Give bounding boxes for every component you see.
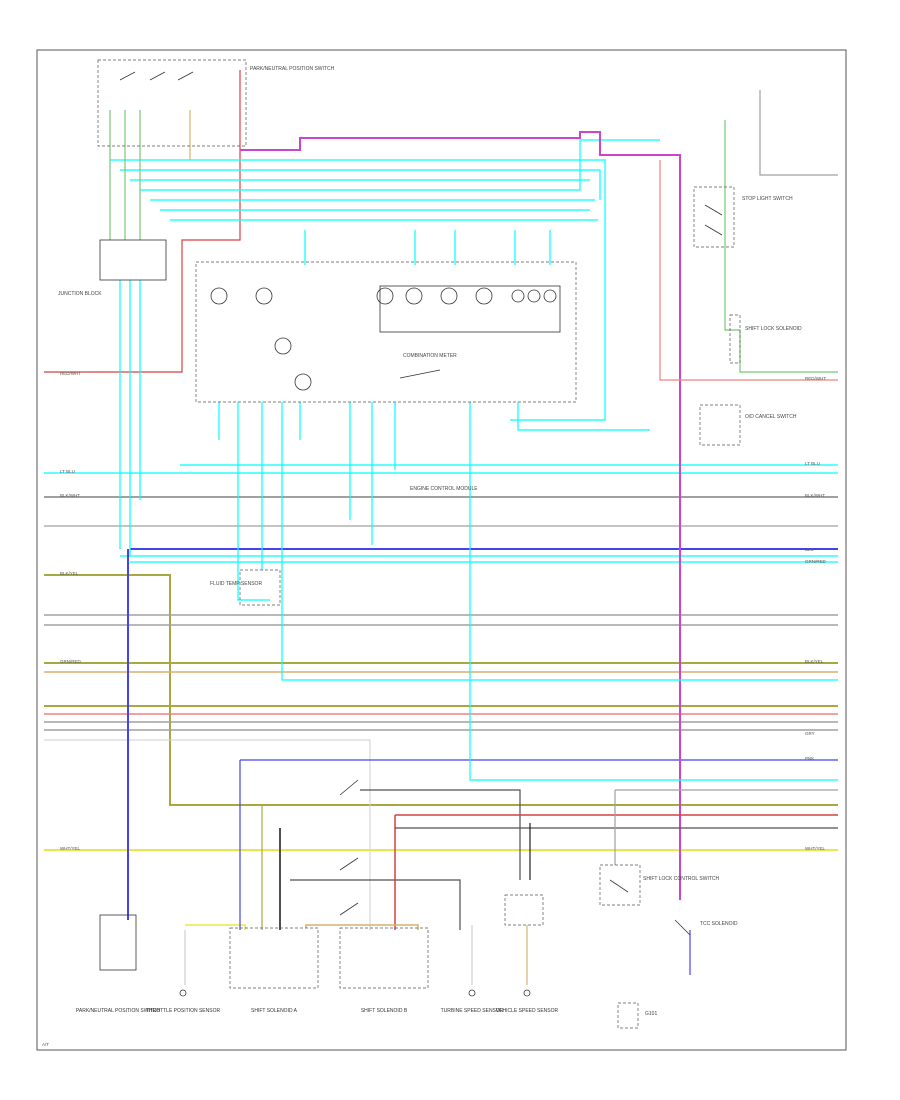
fluid-temp-label: FLUID TEMP SENSOR <box>210 581 262 587</box>
wire-label-lt-blu-1: LT BLU <box>805 461 820 466</box>
wire-label-wht-yel: WHT/YEL <box>805 846 825 851</box>
wire-cyan-47 <box>469 402 838 781</box>
turbine-label: TURBINE SPEED SENSOR <box>441 1008 504 1014</box>
left-label-lt-blu: LT BLU <box>60 469 75 474</box>
solenoid-b-label: SHIFT SOLENOID B <box>361 1008 408 1014</box>
ground-label: G101 <box>645 1011 657 1017</box>
wire-dark_gray-55 <box>290 879 461 930</box>
wire-label-red-wht: RED/WHT <box>805 376 826 381</box>
wire-cyan-40 <box>237 402 270 601</box>
shift-lock-switch: SHIFT LOCK CONTROL SWITCH <box>599 864 720 906</box>
tcc-switch: TCC SOLENOID <box>674 919 738 936</box>
pnp-switch-label: PARK/NEUTRAL POSITION SWITCH <box>250 66 335 72</box>
diagram-frame <box>36 49 847 1051</box>
solenoid-a-block: SHIFT SOLENOID A <box>229 927 319 1014</box>
connector-a: JUNCTION BLOCK <box>58 239 167 297</box>
wire-yellow-62 <box>185 924 246 930</box>
page-tag: A/T <box>42 1042 49 1047</box>
wire-cyan-23 <box>140 139 660 191</box>
wire-label-blu: BLU <box>805 547 814 552</box>
od-switch-label: O/D CANCEL SWITCH <box>745 414 797 420</box>
stop-light-switch: STOP LIGHT SWITCH <box>693 186 793 248</box>
wire-cyan-42 <box>281 402 838 681</box>
wire-cyan-48 <box>517 402 650 431</box>
wire-green-33 <box>724 120 838 373</box>
wire-gray-34 <box>759 90 838 176</box>
solenoid-a-label: SHIFT SOLENOID A <box>251 1008 298 1014</box>
wire-cyan-21 <box>120 169 601 200</box>
wire-label-grn-red: GRN/RED <box>805 559 827 564</box>
turbine-sensor: TURBINE SPEED SENSOR <box>441 989 504 1014</box>
left-label-blk-yel: BLK/YEL <box>60 571 79 576</box>
wire-label-gry: GRY <box>805 731 815 736</box>
sub-relay: SHIFT LOCK SOLENOID <box>729 314 802 364</box>
wire-cyan-20 <box>110 159 606 421</box>
throttle-label: THROTTLE POSITION SENSOR <box>146 1008 221 1014</box>
vss-sensor: VEHICLE SPEED SENSOR <box>496 894 559 1014</box>
stop-switch-label: STOP LIGHT SWITCH <box>742 196 793 202</box>
wire-red-19 <box>44 70 241 373</box>
vss-label: VEHICLE SPEED SENSOR <box>496 1008 559 1014</box>
meter-label: COMBINATION METER <box>403 353 457 359</box>
wire-purple-31 <box>240 131 681 900</box>
left-wire-labels: RED/WHT LT BLU BLK/WHT BLK/YEL GRN/RED W… <box>60 371 82 851</box>
wire-label-blk-wht: BLK/WHT <box>805 493 825 498</box>
bottom-left-connector: PARK/NEUTRAL POSITION SWITCH <box>76 914 161 1014</box>
left-label-red-wht: RED/WHT <box>60 371 81 376</box>
wire-tan-61 <box>305 924 419 930</box>
left-label-grn-red: GRN/RED <box>60 659 82 664</box>
left-label-blk-wht: BLK/WHT <box>60 493 80 498</box>
shift-switch-label: SHIFT LOCK CONTROL SWITCH <box>643 876 720 882</box>
tcc-label: TCC SOLENOID <box>700 921 738 927</box>
wire-light_gray-14 <box>44 739 371 930</box>
solenoid-b-block: SHIFT SOLENOID B <box>339 927 429 1014</box>
left-label-wht-yel: WHT/YEL <box>60 846 80 851</box>
relay-label: SHIFT LOCK SOLENOID <box>745 326 802 332</box>
right-wire-labels: RED/WHT LT BLU BLK/WHT BLU GRN/RED BLK/Y… <box>805 376 827 851</box>
wire-layer <box>44 70 838 985</box>
wire-pink-32 <box>659 160 838 381</box>
connector-a-label: JUNCTION BLOCK <box>58 291 102 297</box>
switch-pair <box>339 779 359 916</box>
pnp-bottom-label: PARK/NEUTRAL POSITION SWITCH <box>76 1008 161 1014</box>
wire-olive-5 <box>44 574 838 806</box>
wire-label-blk-yel: BLK/YEL <box>805 659 824 664</box>
fluid-temp-device: FLUID TEMP SENSOR <box>210 569 281 606</box>
combination-meter: COMBINATION METER ENGINE CONTROL MODULE <box>195 261 577 492</box>
wire-dark_gray-56 <box>360 789 521 880</box>
od-switch: O/D CANCEL SWITCH <box>699 404 797 446</box>
ground-symbol: G101 <box>617 1002 657 1029</box>
throttle-sensor: THROTTLE POSITION SENSOR <box>146 989 221 1014</box>
pnp-switch: PARK/NEUTRAL POSITION SWITCH <box>97 59 335 147</box>
wire-label-pnk: PNK <box>805 756 814 761</box>
ecm-label: ENGINE CONTROL MODULE <box>410 486 478 492</box>
